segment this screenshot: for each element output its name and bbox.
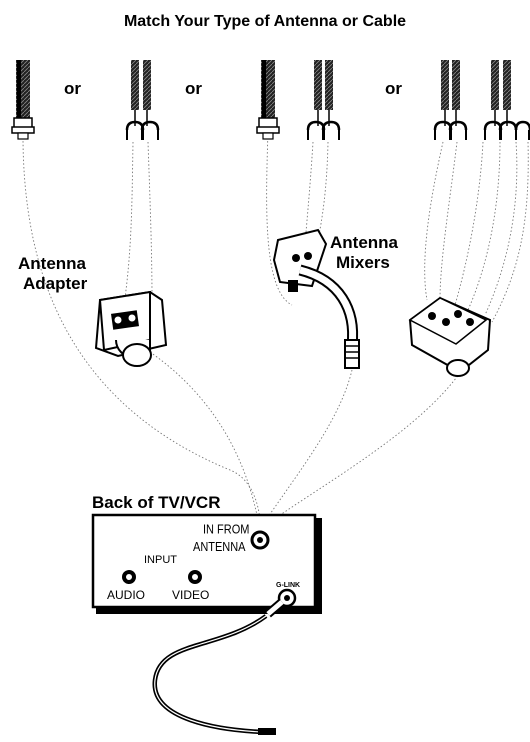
diagram-title: Match Your Type of Antenna or Cable — [124, 13, 406, 30]
dotted-connection-lines — [22, 129, 529, 523]
glink-cable-inner — [154, 615, 267, 733]
twin-lead-cable-4 — [306, 60, 341, 140]
video-label: VIDEO — [172, 588, 209, 602]
in-from-label: IN FROM — [203, 522, 249, 537]
antenna-adapter-label-line2: Adapter — [23, 274, 88, 293]
antenna-adapter-label-line1: Antenna — [18, 254, 87, 273]
or-label-2: or — [185, 79, 202, 98]
antenna-mixer-2 — [408, 296, 492, 377]
antenna-adapter-device — [94, 290, 168, 367]
or-label-1: or — [64, 79, 81, 98]
coax-cable-3 — [256, 60, 280, 140]
twin-lead-cable-2 — [125, 60, 160, 140]
video-input-jack — [188, 570, 202, 584]
twin-lead-cable-5 — [433, 60, 468, 140]
audio-input-jack — [122, 570, 136, 584]
antenna-input-jack — [250, 530, 270, 550]
audio-label: AUDIO — [107, 588, 145, 602]
antenna-mixers-label-line2: Mixers — [336, 253, 390, 272]
glink-label: G-LINK — [276, 582, 300, 589]
glink-plug-end — [258, 728, 276, 735]
back-of-tv-vcr-label: Back of TV/VCR — [92, 493, 220, 512]
or-label-3: or — [385, 79, 402, 98]
glink-jack — [265, 588, 297, 618]
input-label: INPUT — [144, 554, 177, 566]
antenna-label: ANTENNA — [193, 539, 246, 554]
glink-cable — [152, 614, 268, 735]
antenna-mixers-label-line1: Antenna — [330, 233, 399, 252]
twin-lead-cable-6 — [483, 60, 530, 140]
antenna-mixer-1 — [272, 228, 360, 369]
coax-cable-1 — [11, 60, 35, 140]
